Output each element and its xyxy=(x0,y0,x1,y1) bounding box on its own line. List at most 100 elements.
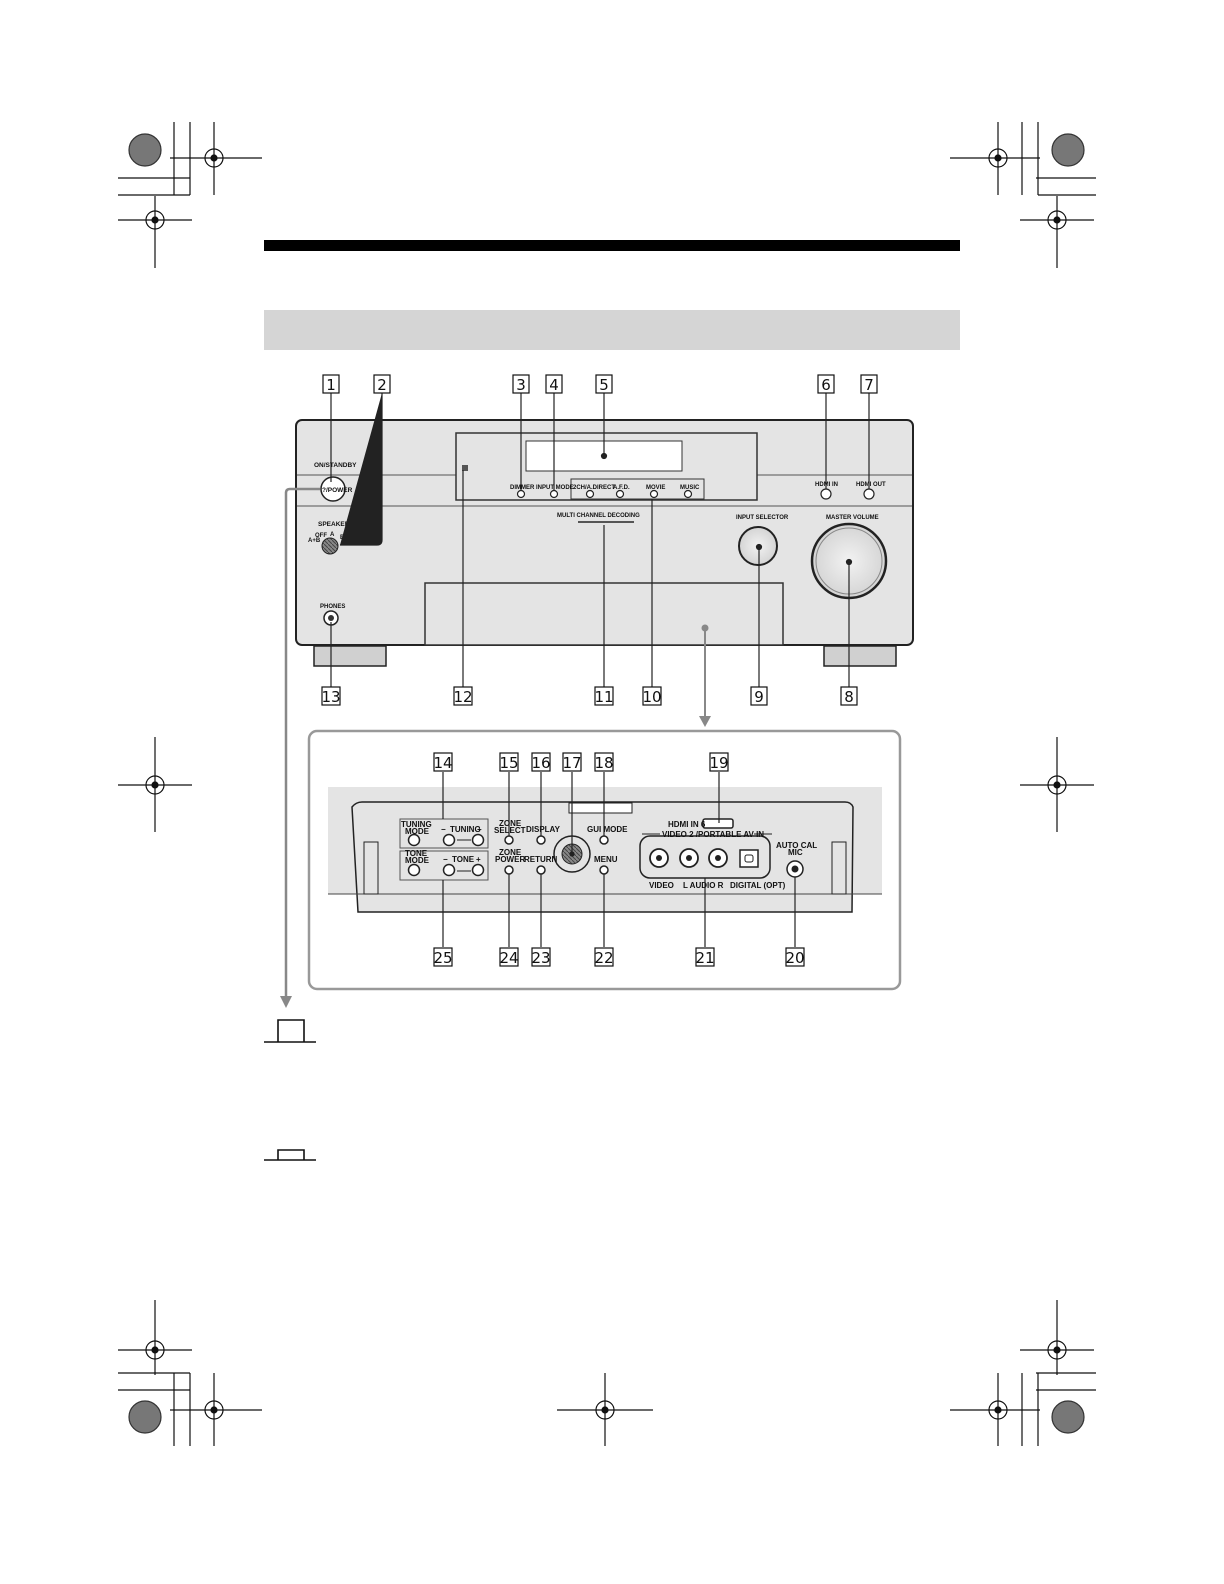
return-button xyxy=(536,865,546,875)
tuning-label: TUNING xyxy=(450,825,481,834)
callout-22: 22 xyxy=(594,949,613,967)
music-button xyxy=(683,489,693,499)
callout-19: 19 xyxy=(709,754,728,772)
auto-cal-label-1: AUTO CAL xyxy=(776,841,817,850)
tuning-plus-sign: + xyxy=(477,825,482,834)
return-label: RETURN xyxy=(524,855,558,864)
callout-6: 6 xyxy=(821,376,831,394)
master-volume-label: MASTER VOLUME xyxy=(826,515,879,521)
speakers-a-label: A xyxy=(330,532,335,538)
afd-label: A.F.D. xyxy=(613,485,630,491)
tuning-minus-sign: − xyxy=(441,825,446,834)
callout-25: 25 xyxy=(433,949,452,967)
callout-numbers: 1 2 3 4 5 6 7 13 12 11 10 9 8 14 15 16 1… xyxy=(321,376,873,967)
right-foot xyxy=(823,645,897,667)
multi-channel-indicator xyxy=(578,521,634,523)
panel-labels: TUNING MODE − TUNING + TONE MODE − TONE … xyxy=(401,819,817,890)
tone-plus-sign: + xyxy=(476,855,481,864)
hdmi-out-button xyxy=(863,488,875,500)
video2-label: VIDEO 2 /PORTABLE AV IN xyxy=(662,830,764,839)
callout-1: 1 xyxy=(326,376,336,394)
auto-cal-label-2: MIC xyxy=(788,848,803,857)
callout-18: 18 xyxy=(594,754,613,772)
tuning-mode-label-2: MODE xyxy=(405,827,430,836)
panel-slot xyxy=(568,802,633,814)
music-label: MUSIC xyxy=(680,485,700,491)
speakers-label: SPEAKERS xyxy=(318,521,354,528)
digital-opt-jack xyxy=(739,849,759,868)
panel-zoom-arrow xyxy=(699,624,711,727)
tone-minus-sign: − xyxy=(443,855,448,864)
callout-12: 12 xyxy=(453,688,472,706)
multi-channel-label: MULTI CHANNEL DECODING xyxy=(557,513,640,519)
digital-label: DIGITAL (OPT) xyxy=(730,881,786,890)
zone-power-label-1: ZONE xyxy=(499,848,522,857)
tone-group xyxy=(399,850,489,881)
callout-5: 5 xyxy=(599,376,609,394)
left-foot xyxy=(313,645,387,667)
dimmer-label: DIMMER xyxy=(510,485,535,491)
header-rule xyxy=(264,240,960,251)
callout-23: 23 xyxy=(531,949,550,967)
on-standby-label: ON/STANDBY xyxy=(314,462,357,469)
callout-4: 4 xyxy=(549,376,559,394)
tone-plus-button xyxy=(471,863,485,877)
speakers-selector xyxy=(321,537,339,555)
callout-11: 11 xyxy=(594,688,613,706)
phones-label: PHONES xyxy=(320,604,345,610)
callout-2: 2 xyxy=(377,376,387,394)
tuning-minus-button xyxy=(442,833,456,847)
callout-leaders xyxy=(330,393,870,687)
audio-label: L AUDIO R xyxy=(683,881,724,890)
tone-mode-button xyxy=(407,863,421,877)
afd-button xyxy=(615,489,625,499)
hdmi-in-button xyxy=(820,488,832,500)
registration-marks xyxy=(118,122,1096,1446)
tuning-group xyxy=(399,818,489,849)
movie-button xyxy=(649,489,659,499)
input-mode-label: INPUT MODE xyxy=(536,485,574,491)
callout-10: 10 xyxy=(642,688,661,706)
video-label: VIDEO xyxy=(649,881,674,890)
callout-boxes xyxy=(321,374,878,967)
input-mode-button xyxy=(549,489,559,499)
callout-8: 8 xyxy=(844,688,854,706)
callout-13: 13 xyxy=(321,688,340,706)
dimmer-button xyxy=(516,489,526,499)
zone-select-label-1: ZONE xyxy=(499,819,522,828)
direct-label: 2CH/A.DIRECT xyxy=(573,485,615,491)
display-button xyxy=(536,835,546,845)
callout-14: 14 xyxy=(433,754,452,772)
sound-field-group xyxy=(570,478,705,500)
callout-21: 21 xyxy=(695,949,714,967)
tone-mode-label-1: TONE xyxy=(405,849,428,858)
menu-button xyxy=(599,865,609,875)
hdmi-in-6-label: HDMI IN 6 xyxy=(668,820,706,829)
zone-power-button xyxy=(504,865,514,875)
speakers-off-label: OFF xyxy=(315,533,327,539)
section-heading-bar xyxy=(264,310,960,350)
button-symbols xyxy=(264,1019,316,1161)
callout-24: 24 xyxy=(499,949,518,967)
speakers-ab-label: A+B xyxy=(308,538,321,544)
zone-select-label-2: SELECT xyxy=(494,826,526,835)
zone-select-button xyxy=(504,835,514,845)
movie-label: MOVIE xyxy=(646,485,665,491)
tuning-mode-button xyxy=(407,833,421,847)
gui-mode-label: GUI MODE xyxy=(587,825,628,834)
tone-mode-label-2: MODE xyxy=(405,856,430,865)
display-label: DISPLAY xyxy=(526,825,561,834)
zone-power-label-2: POWER xyxy=(495,855,525,864)
hdmi-out-label: HDMI OUT xyxy=(856,482,886,488)
callout-20: 20 xyxy=(785,949,804,967)
hdmi-in-6-port xyxy=(702,818,734,829)
remote-sensor xyxy=(462,465,468,471)
power-arrow xyxy=(280,487,320,1008)
direct-button xyxy=(585,489,595,499)
callout-9: 9 xyxy=(754,688,764,706)
power-button xyxy=(320,476,346,502)
tone-minus-button xyxy=(442,863,456,877)
power-label: ?/POWER xyxy=(322,487,353,494)
input-selector-label: INPUT SELECTOR xyxy=(736,515,789,521)
